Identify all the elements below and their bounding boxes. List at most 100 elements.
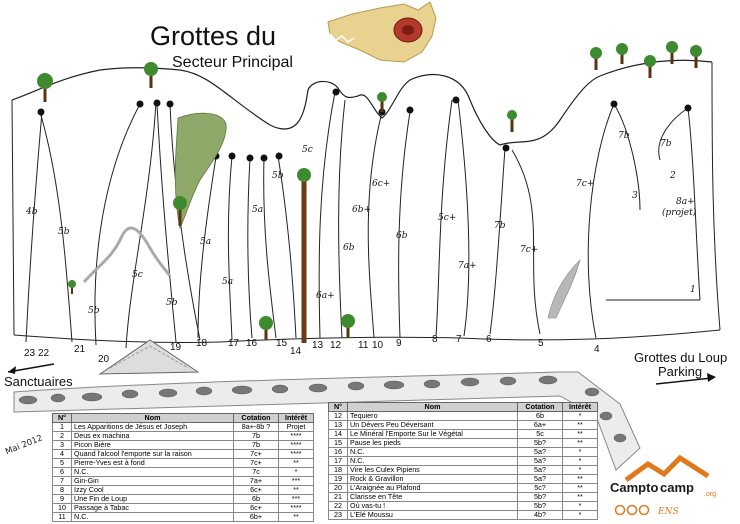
route-grade-cell: 5a? [517, 465, 563, 475]
route-number: 6 [486, 334, 492, 345]
route-interest-cell: * [278, 467, 314, 477]
route-name-cell: Pause les pieds [347, 438, 518, 448]
route-grade-cell: 7b [233, 431, 279, 441]
boulder [98, 339, 200, 375]
route-interest-cell: **** [278, 449, 314, 459]
route-num-cell: 7 [52, 476, 72, 486]
grade-label: 5a [222, 277, 233, 287]
route-interest-cell: * [562, 465, 598, 475]
route-num-cell: 21 [328, 492, 348, 502]
grade-label: 5a [200, 237, 211, 247]
route-num-cell: 5 [52, 458, 72, 468]
route-num-cell: 22 [328, 501, 348, 511]
route-number: 15 [276, 338, 288, 349]
route-name-cell: L'Elé Moussu [347, 510, 518, 520]
grade-label: 5b [272, 171, 284, 181]
route-interest-cell: * [562, 501, 598, 511]
route-name-cell: Une Fin de Loup [71, 494, 234, 504]
grade-label: 5b [166, 298, 178, 308]
route-grade-cell: 6b [233, 494, 279, 504]
route-name-cell: Gin-Gin [71, 476, 234, 486]
route-grade-cell: 6b [517, 411, 563, 421]
title-line-1: Grottes du [150, 21, 276, 51]
license-icon [614, 504, 626, 516]
col-header-nom: Nom [71, 413, 234, 423]
route-number: 23 [24, 348, 36, 359]
route-grade-cell: 7c+ [233, 458, 279, 468]
route-number: 10 [372, 340, 384, 351]
route-grade-cell: 6c+ [233, 503, 279, 513]
route-grade-cell: 5a? [517, 456, 563, 466]
route-name-cell: Clarisse en Tête [347, 492, 518, 502]
route-name-cell: N.C. [71, 512, 234, 522]
grade-label: 7b [660, 139, 672, 149]
route-number: 16 [246, 338, 258, 349]
title-line-2: Secteur Principal [172, 54, 293, 71]
grade-label: 7b [618, 131, 630, 141]
route-number: 21 [74, 344, 86, 355]
route-num-cell: 6 [52, 467, 72, 477]
route-num-cell: 4 [52, 449, 72, 459]
route-number: 17 [228, 338, 240, 349]
route-interest-cell: * [562, 456, 598, 466]
grade-label: 7c+ [576, 179, 594, 189]
route-num-cell: 15 [328, 438, 348, 448]
route-grade-cell: 5b? [517, 492, 563, 502]
route-number: 11 [358, 340, 369, 351]
grade-label: 6b [396, 231, 408, 241]
route-grade-cell: 5c? [517, 483, 563, 493]
route-number: 20 [98, 354, 110, 365]
route-name-cell: Vire les Culex Pipiens [347, 465, 518, 475]
crack-gray [82, 226, 172, 283]
route-num-cell: 3 [52, 440, 72, 450]
route-name-cell: Picon Bière [71, 440, 234, 450]
route-interest-cell: **** [278, 440, 314, 450]
route-num-cell: 12 [328, 411, 348, 421]
route-num-cell: 8 [52, 485, 72, 495]
route-name-cell: Rock & Gravillon [347, 474, 518, 484]
col-header-n: N° [52, 413, 72, 423]
route-interest-cell: ** [562, 492, 598, 502]
route-number: 13 [312, 340, 324, 351]
route-num-cell: 16 [328, 447, 348, 457]
logo-text-2: camp [660, 480, 694, 495]
grade-label: 4b [25, 207, 38, 217]
col-header-interet: Intérêt [278, 413, 314, 423]
route-name-cell: Deus ex machina [71, 431, 234, 441]
route-num-cell: 11 [52, 512, 72, 522]
license-icon [638, 504, 650, 516]
grade-label: 2 [669, 171, 676, 181]
route-interest-cell: ** [562, 420, 598, 430]
route-interest-cell: **** [278, 503, 314, 513]
logo-tag: ENS [657, 507, 679, 517]
route-num-cell: 9 [52, 494, 72, 504]
col-header-n: N° [328, 402, 348, 412]
route-name-cell: Le Minéral l'Emporte Sur le Végétal [347, 429, 518, 439]
route-number: 9 [396, 338, 402, 349]
route-name-cell: Où vas-tu ! [347, 501, 518, 511]
license-icon [626, 504, 638, 516]
wolf-head-illustration [327, 1, 437, 63]
camptocamp-logo: Campto camp .org ENS [610, 454, 716, 517]
route-interest-cell: *** [278, 476, 314, 486]
grade-label: 5c [302, 145, 313, 155]
route-number: 5 [538, 338, 544, 349]
route-name-cell: Tequiero [347, 411, 518, 421]
route-numbers: 23 22 21 20 19 18 17 16 15 14 13 12 11 1… [24, 334, 600, 365]
